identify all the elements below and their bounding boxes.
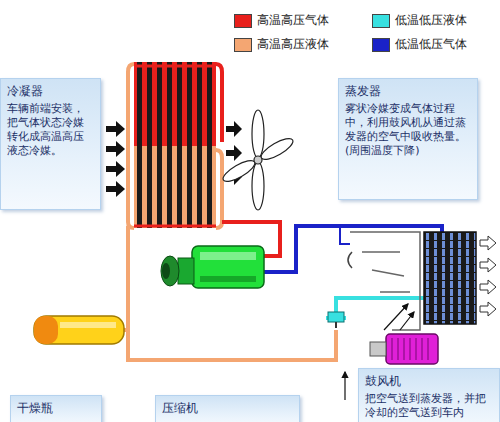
callout-heading: 压缩机 xyxy=(162,400,293,416)
callout-text: 把空气送到蒸发器，并把冷却的空气送到车内 xyxy=(365,392,493,420)
air-arrows xyxy=(106,121,242,197)
callout-box: 干燥瓶 xyxy=(10,395,102,422)
condenser xyxy=(128,62,222,228)
legend-swatch xyxy=(372,38,390,52)
legend-text: 低温低压气体 xyxy=(395,36,467,53)
callout-box: 蒸发器雾状冷媒变成气体过程中，利用鼓风机从通过蒸发器的空气中吸收热量。(周围温度… xyxy=(338,78,478,200)
callout-box: 压缩机 xyxy=(155,395,300,422)
legend-text: 低温低压液体 xyxy=(395,12,467,29)
blower xyxy=(370,334,438,364)
callout-heading: 蒸发器 xyxy=(345,83,471,99)
callout-box: 冷凝器车辆前端安装，把气体状态冷媒转化成高温高压液态冷媒。 xyxy=(0,78,101,210)
legend-item: 低温低压液体 xyxy=(372,12,467,29)
fan xyxy=(220,110,295,210)
callout-heading: 干燥瓶 xyxy=(17,400,95,416)
legend-text: 高温高压气体 xyxy=(257,12,329,29)
compressor xyxy=(161,246,264,288)
legend-text: 高温高压液体 xyxy=(257,36,329,53)
legend-swatch xyxy=(234,38,252,52)
legend-item: 高温高压液体 xyxy=(234,36,329,53)
callout-text: 车辆前端安装，把气体状态冷媒转化成高温高压液态冷媒。 xyxy=(7,102,94,158)
callout-heading: 冷凝器 xyxy=(7,83,94,99)
evaporator-housing xyxy=(348,232,420,330)
callout-heading: 鼓风机 xyxy=(365,373,493,389)
callout-box: 鼓风机把空气送到蒸发器，并把冷却的空气送到车内 xyxy=(358,368,500,422)
cold-air-arrows xyxy=(480,236,496,316)
dryer xyxy=(34,316,124,344)
evaporator xyxy=(424,232,476,324)
expansion-valve xyxy=(328,312,344,328)
legend-swatch xyxy=(372,14,390,28)
legend-item: 高温高压气体 xyxy=(234,12,329,29)
callout-text: 雾状冷媒变成气体过程中，利用鼓风机从通过蒸发器的空气中吸收热量。(周围温度下降) xyxy=(345,102,471,158)
legend-swatch xyxy=(234,14,252,28)
legend-item: 低温低压气体 xyxy=(372,36,467,53)
